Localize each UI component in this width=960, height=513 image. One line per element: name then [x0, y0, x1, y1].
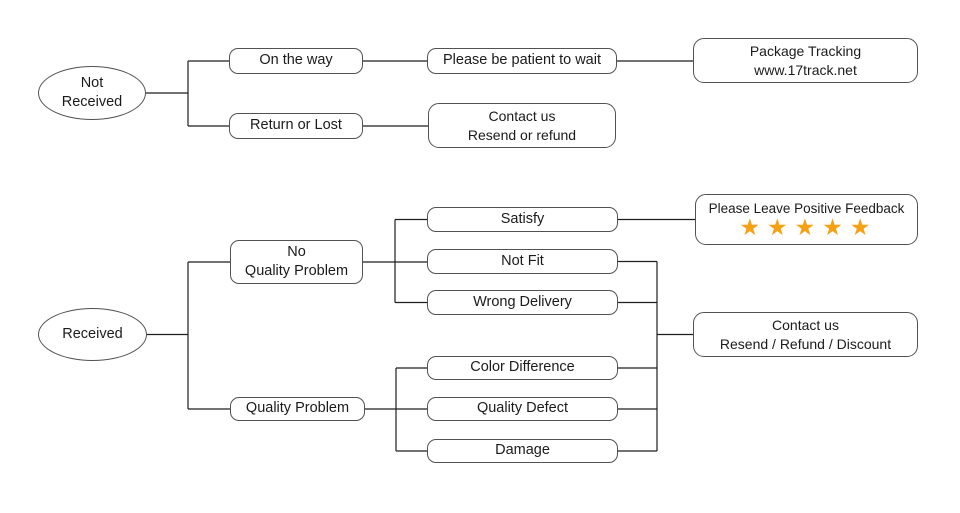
- node-not-fit: Not Fit: [427, 249, 618, 274]
- star-rating-icon: ★★★★★: [739, 215, 878, 242]
- node-package-tracking: Package Tracking www.17track.net: [693, 38, 918, 83]
- node-damage: Damage: [427, 439, 618, 463]
- node-quality-problem: Quality Problem: [230, 397, 365, 421]
- node-color-difference: Color Difference: [427, 356, 618, 380]
- node-please-be-patient: Please be patient to wait: [427, 48, 617, 74]
- node-contact-resend-refund: Contact us Resend or refund: [428, 103, 616, 148]
- node-satisfy: Satisfy: [427, 207, 618, 232]
- node-on-the-way: On the way: [229, 48, 363, 74]
- node-not-received: Not Received: [38, 66, 146, 120]
- positive-feedback-label: Please Leave Positive Feedback: [708, 200, 905, 216]
- node-contact-resend-refund-discount: Contact us Resend / Refund / Discount: [693, 312, 918, 357]
- node-no-quality-problem: No Quality Problem: [230, 240, 363, 284]
- node-return-or-lost: Return or Lost: [229, 113, 363, 139]
- node-received: Received: [38, 308, 147, 361]
- node-positive-feedback: Please Leave Positive Feedback ★★★★★: [695, 194, 918, 245]
- node-quality-defect: Quality Defect: [427, 397, 618, 421]
- node-wrong-delivery: Wrong Delivery: [427, 290, 618, 315]
